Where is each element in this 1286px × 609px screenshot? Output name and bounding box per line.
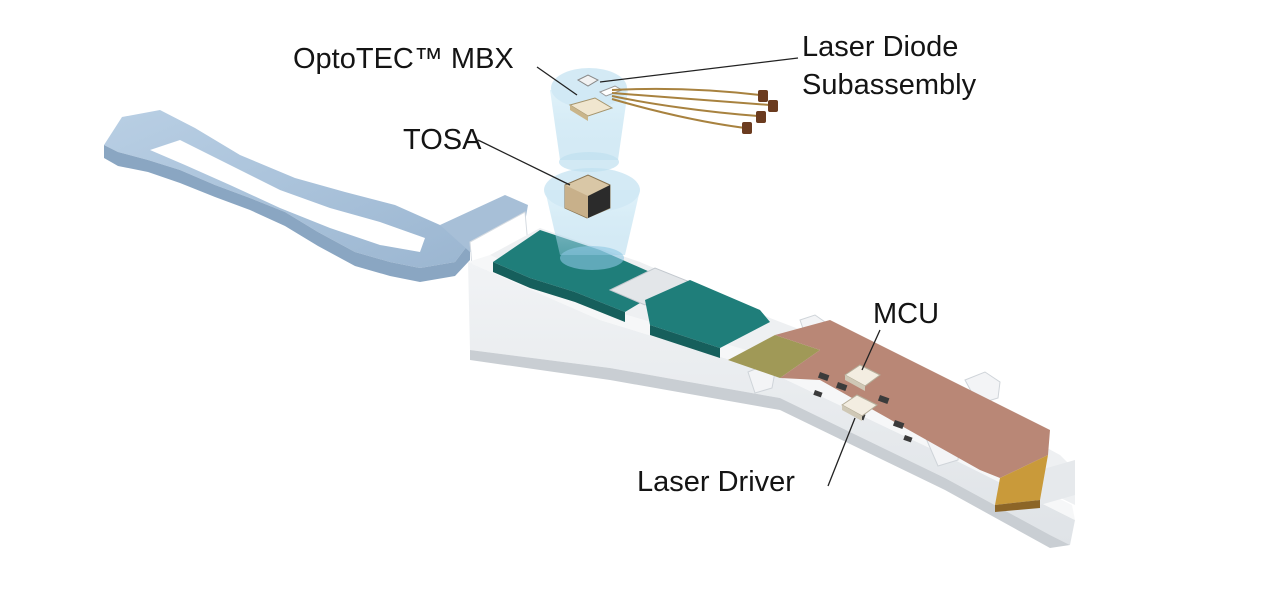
optical-bench-pads (493, 230, 770, 358)
laser-driver-chip (841, 394, 878, 421)
label-tosa: TOSA (403, 121, 481, 159)
label-tosa-text: TOSA (403, 124, 482, 156)
label-optotec-mbx-text: OptoTEC™ MBX (293, 43, 514, 75)
label-laser-driver: Laser Driver (637, 463, 795, 501)
label-laser-diode-subassembly: Laser Diode Subassembly (802, 28, 976, 104)
label-optotec-mbx: OptoTEC™ MBX (293, 40, 514, 78)
label-mcu: MCU (873, 295, 939, 333)
label-mcu-text: MCU (873, 298, 940, 330)
label-laser-diode-line2: Subassembly (802, 69, 977, 101)
ld-flex-leads (611, 87, 771, 129)
thermoelectric-cooler-icon (568, 97, 614, 121)
pull-tab-handle (104, 110, 470, 282)
label-laser-diode-line1: Laser Diode (802, 31, 959, 63)
callout-leader-lines (477, 57, 881, 487)
mbx-explode-cone (550, 68, 628, 172)
laser-diode-icon (576, 74, 778, 134)
ld-lead-pads (742, 90, 778, 134)
pcb (728, 320, 1050, 512)
label-laser-driver-text: Laser Driver (637, 466, 795, 498)
mcu-chip (844, 364, 881, 391)
tosa-component-icon (564, 174, 611, 219)
